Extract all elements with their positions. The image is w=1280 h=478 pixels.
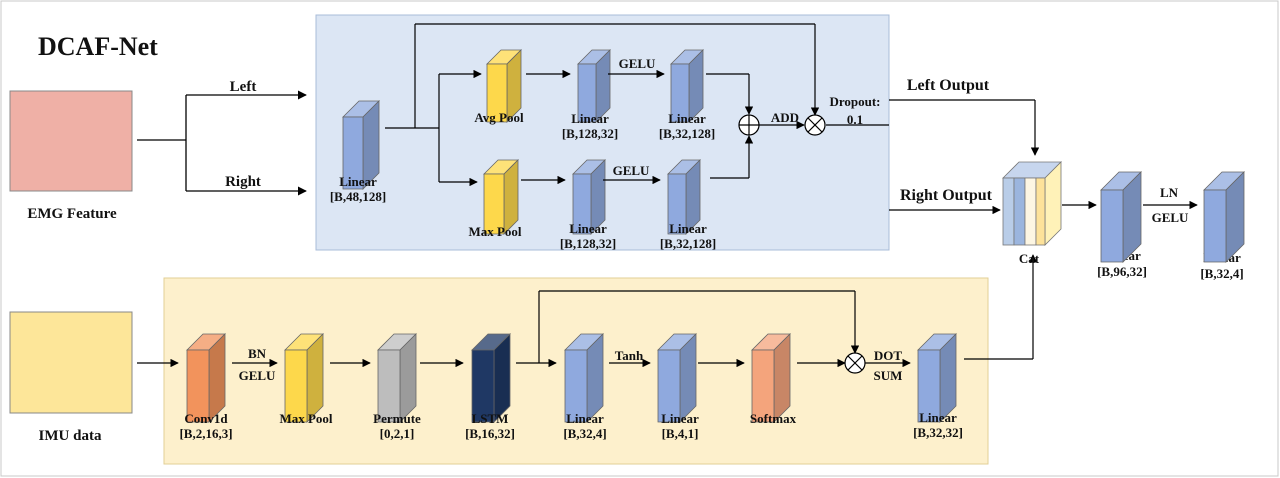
sum-label: SUM: [874, 368, 903, 383]
emg-feature-label: EMG Feature: [27, 206, 117, 222]
dropout-label: Dropout:: [829, 94, 880, 109]
permute-shape: [0,2,1]: [380, 426, 415, 441]
fusion-linear2-shape: [B,32,4]: [1200, 266, 1243, 281]
bn-label: BN: [248, 346, 267, 361]
linear-in-shape: [B,48,128]: [330, 189, 386, 204]
cat-label: Cat: [1019, 251, 1040, 266]
ln-label: LN: [1160, 185, 1179, 200]
imu-branch-connections: [137, 290, 911, 368]
diagram-title: DCAF-Net: [38, 32, 158, 61]
imu-linear-out-shape: [B,32,32]: [913, 425, 963, 440]
avg-pool-label: Avg Pool: [474, 110, 524, 125]
imu-data-box: [9, 311, 133, 414]
top-linear2-block: [670, 49, 704, 123]
avg-pool-block: [486, 49, 522, 123]
fusion-linear1-shape: [B,96,32]: [1097, 264, 1147, 279]
imu-gelu-label: GELU: [239, 368, 276, 383]
tanh-label: Tanh: [615, 348, 644, 363]
lstm-shape: [B,16,32]: [465, 426, 515, 441]
imu-linear1-shape: [B,32,4]: [563, 426, 606, 441]
left-label: Left: [230, 79, 257, 95]
fusion-linear1-block: [1100, 171, 1142, 263]
output-to-cat-arrows: [889, 99, 1198, 360]
imu-data-label: IMU data: [39, 428, 102, 444]
conv1d-block: [186, 333, 226, 423]
imu-max-pool-label: Max Pool: [279, 411, 332, 426]
imu-linear1-block: [564, 333, 604, 423]
dropout-value: 0.1: [847, 112, 863, 127]
right-output-label: Right Output: [900, 187, 993, 204]
softmax-block: [751, 333, 791, 423]
right-label: Right: [225, 174, 261, 190]
top-linear2-name: Linear: [668, 111, 706, 126]
imu-linear2-name: Linear: [661, 411, 699, 426]
imu-linear-out-name: Linear: [919, 410, 957, 425]
gelu-bottom-label: GELU: [613, 163, 650, 178]
bot-linear1-name: Linear: [569, 221, 607, 236]
conv1d-name: Conv1d: [184, 411, 228, 426]
bot-linear2-block: [667, 159, 701, 235]
fusion-linear2-block: [1203, 171, 1245, 263]
cat-stack: [1002, 161, 1062, 246]
permute-block: [377, 333, 417, 423]
top-linear2-shape: [B,32,128]: [659, 126, 715, 141]
imu-linear-out-block: [917, 333, 957, 423]
bot-linear1-shape: [B,128,32]: [560, 236, 616, 251]
top-linear1-name: Linear: [571, 111, 609, 126]
left-output-label: Left Output: [907, 77, 990, 94]
lstm-block: [471, 333, 511, 423]
softmax-label: Softmax: [750, 411, 797, 426]
emg-feature-box: [9, 90, 133, 192]
imu-linear1-name: Linear: [566, 411, 604, 426]
imu-linear2-shape: [B,4,1]: [662, 426, 699, 441]
imu-linear2-block: [657, 333, 697, 423]
add-label: ADD: [771, 110, 799, 125]
lstm-name: LSTM: [472, 411, 509, 426]
gelu-top-label: GELU: [619, 56, 656, 71]
conv1d-shape: [B,2,16,3]: [179, 426, 232, 441]
emg-branch-connections: [385, 23, 889, 187]
linear-in-name: Linear: [339, 174, 377, 189]
top-linear1-shape: [B,128,32]: [562, 126, 618, 141]
linear-in-block: [342, 100, 380, 190]
bot-linear1-block: [572, 159, 606, 235]
top-linear1-block: [577, 49, 611, 123]
permute-name: Permute: [373, 411, 421, 426]
imu-max-pool-block: [284, 333, 324, 423]
fusion-gelu-label: GELU: [1152, 210, 1189, 225]
emg-split-arrows: [137, 90, 307, 196]
bot-linear2-name: Linear: [669, 221, 707, 236]
max-pool-label: Max Pool: [468, 224, 521, 239]
dot-label: DOT: [874, 348, 903, 363]
bot-linear2-shape: [B,32,128]: [660, 236, 716, 251]
max-pool-block: [483, 159, 519, 235]
